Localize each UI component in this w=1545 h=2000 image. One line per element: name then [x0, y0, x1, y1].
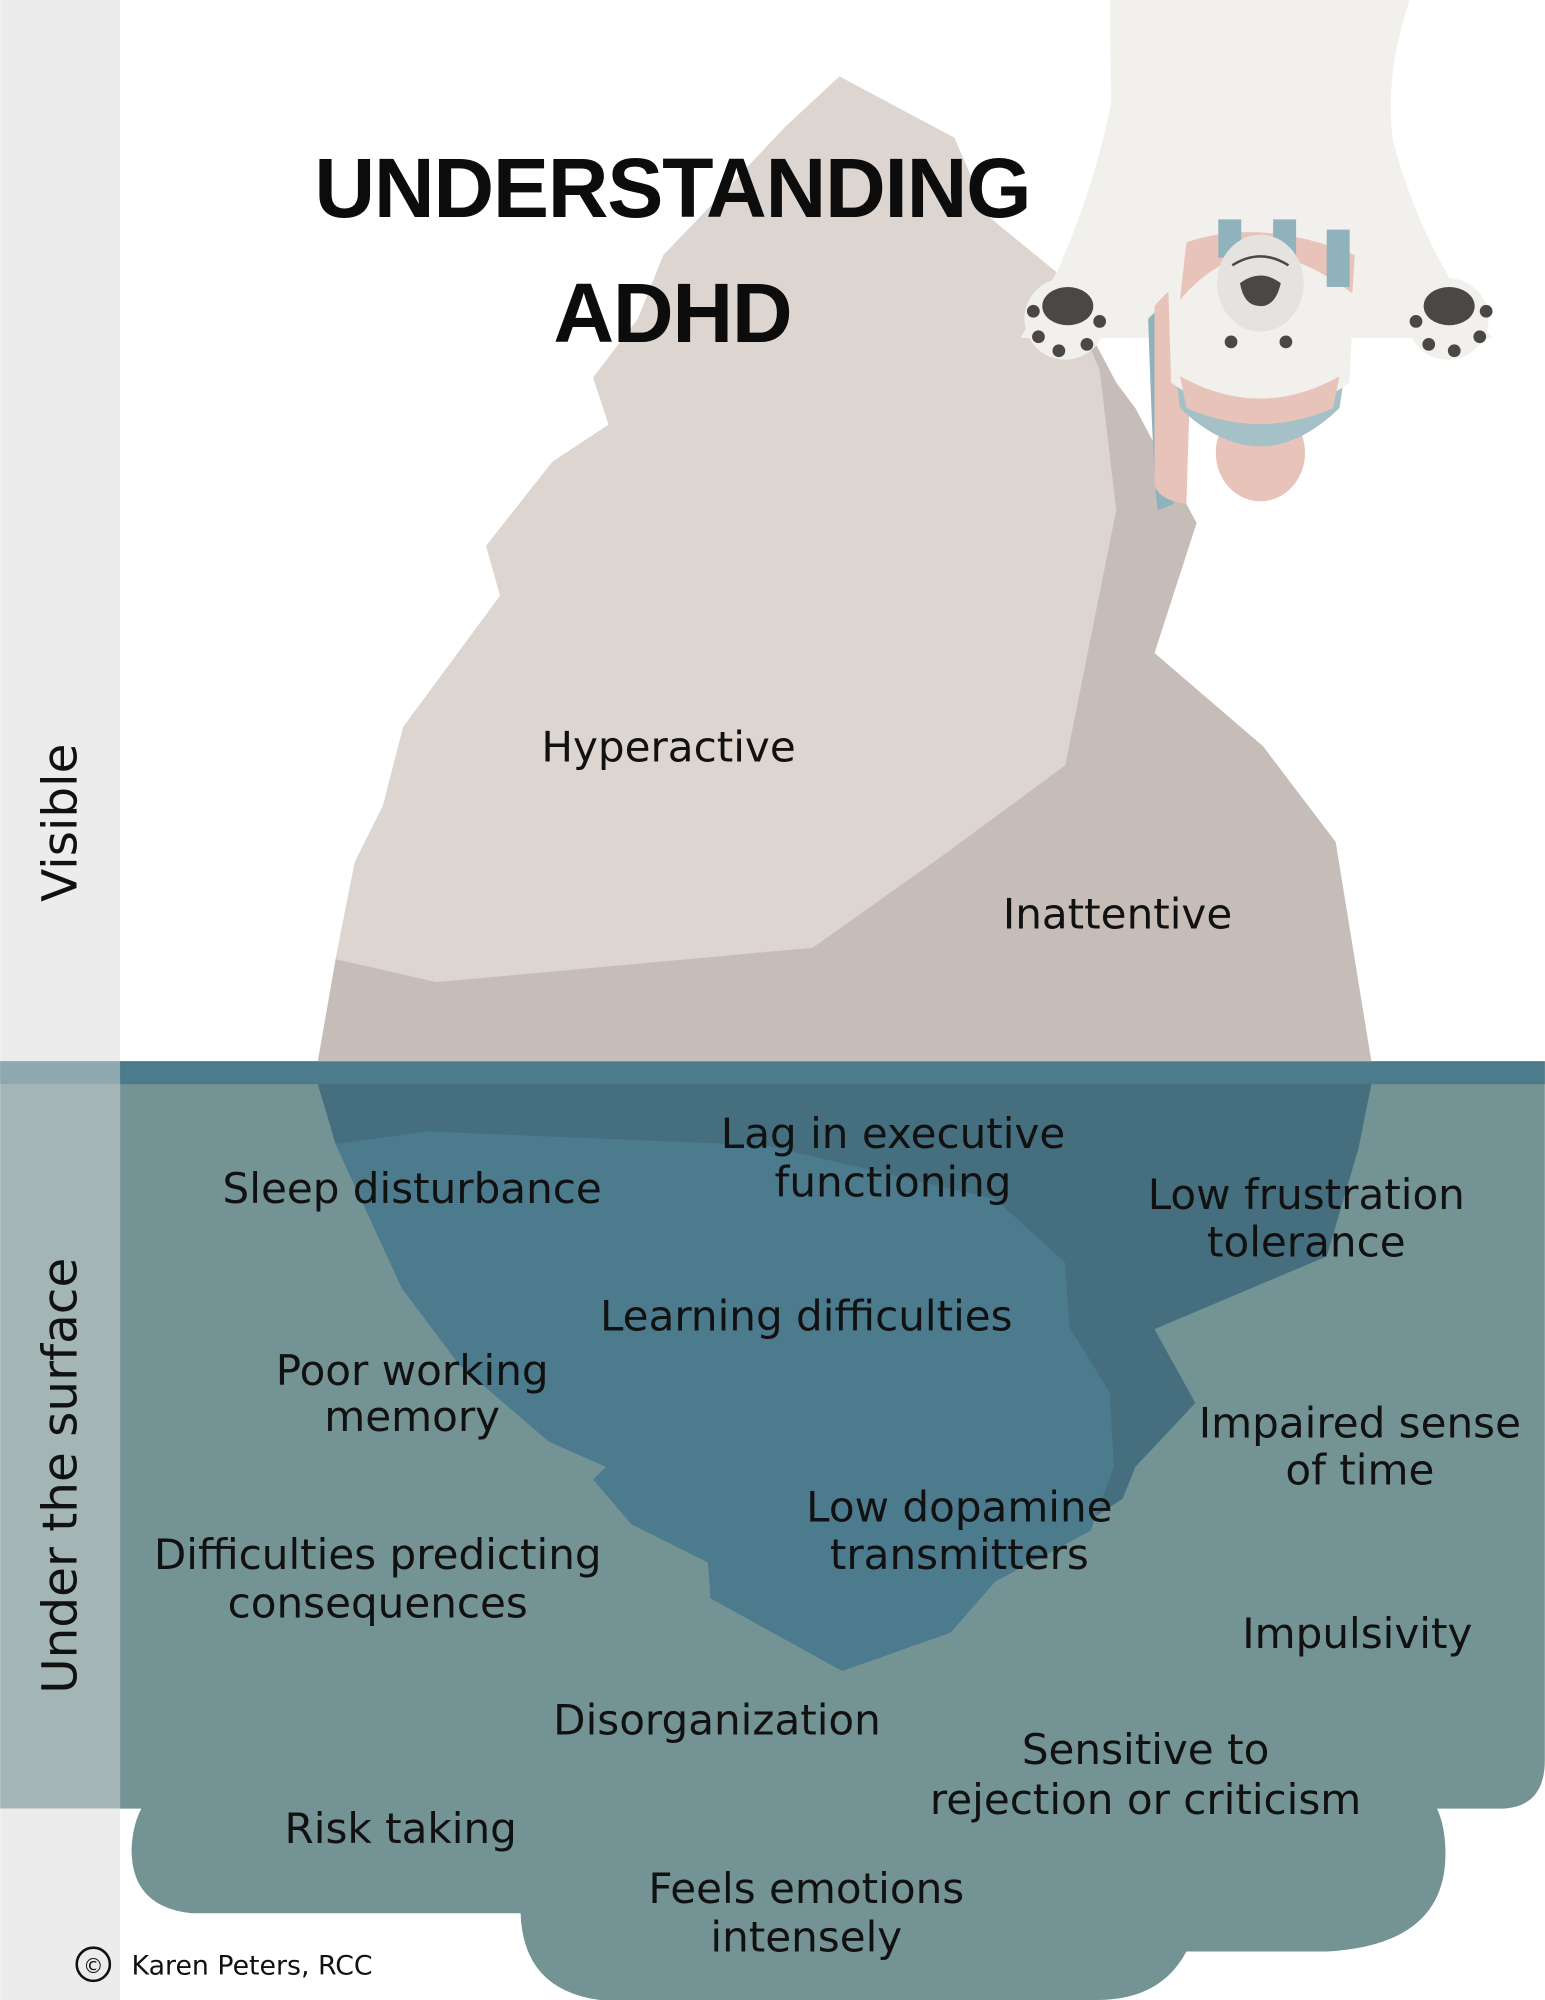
footer-author: Karen Peters, RCC	[132, 1950, 373, 1981]
label-rejection-line1: Sensitive to	[1022, 1725, 1269, 1774]
label-hyperactive: Hyperactive	[541, 722, 795, 771]
copyright-symbol: ©	[83, 1954, 103, 1978]
water-bottom-cloud	[131, 1772, 1446, 2000]
side-strip-under	[0, 1061, 121, 1809]
side-strip-bottom	[0, 1808, 121, 2000]
label-frustration-line2: tolerance	[1207, 1217, 1406, 1266]
label-emotions-line1: Feels emotions	[648, 1864, 964, 1913]
copyright-icon	[75, 1946, 112, 1983]
title-line-1: UNDERSTANDING	[314, 141, 1030, 235]
label-sleep: Sleep disturbance	[223, 1164, 602, 1213]
label-learning: Learning difficulties	[600, 1291, 1013, 1340]
label-memory-line2: memory	[324, 1392, 500, 1441]
label-dopamine-line2: transmitters	[830, 1530, 1089, 1579]
label-predicting-line1: Difficulties predicting	[154, 1530, 602, 1579]
side-label-under: Under the surface	[33, 1258, 89, 1694]
side-label-visible: Visible	[33, 744, 89, 902]
label-dopamine-line1: Low dopamine	[806, 1483, 1112, 1532]
label-time-line2: of time	[1285, 1446, 1434, 1495]
label-risk: Risk taking	[285, 1804, 517, 1853]
iceberg-underwater-core	[335, 1131, 1114, 1671]
label-rejection-line2: rejection or criticism	[930, 1775, 1361, 1824]
label-inattentive: Inattentive	[1003, 890, 1232, 939]
title-line-2: ADHD	[553, 266, 791, 360]
side-strip-visible	[0, 0, 121, 1062]
label-emotions-line2: intensely	[710, 1913, 902, 1962]
label-lag-line2: functioning	[775, 1157, 1012, 1206]
label-predicting-line2: consequences	[228, 1578, 528, 1627]
label-time-line1: Impaired sense	[1199, 1398, 1521, 1447]
label-lag-line1: Lag in executive	[721, 1109, 1065, 1158]
polar-bear-illustration	[1020, 0, 1493, 511]
label-memory-line1: Poor working	[276, 1346, 549, 1395]
label-frustration-line1: Low frustration	[1148, 1170, 1465, 1219]
label-disorganization: Disorganization	[553, 1696, 881, 1745]
iceberg-visible-light	[335, 76, 1117, 983]
label-impulsivity: Impulsivity	[1242, 1609, 1472, 1658]
waterline	[120, 1061, 1545, 1085]
side-strip-waterline	[0, 1061, 121, 1085]
